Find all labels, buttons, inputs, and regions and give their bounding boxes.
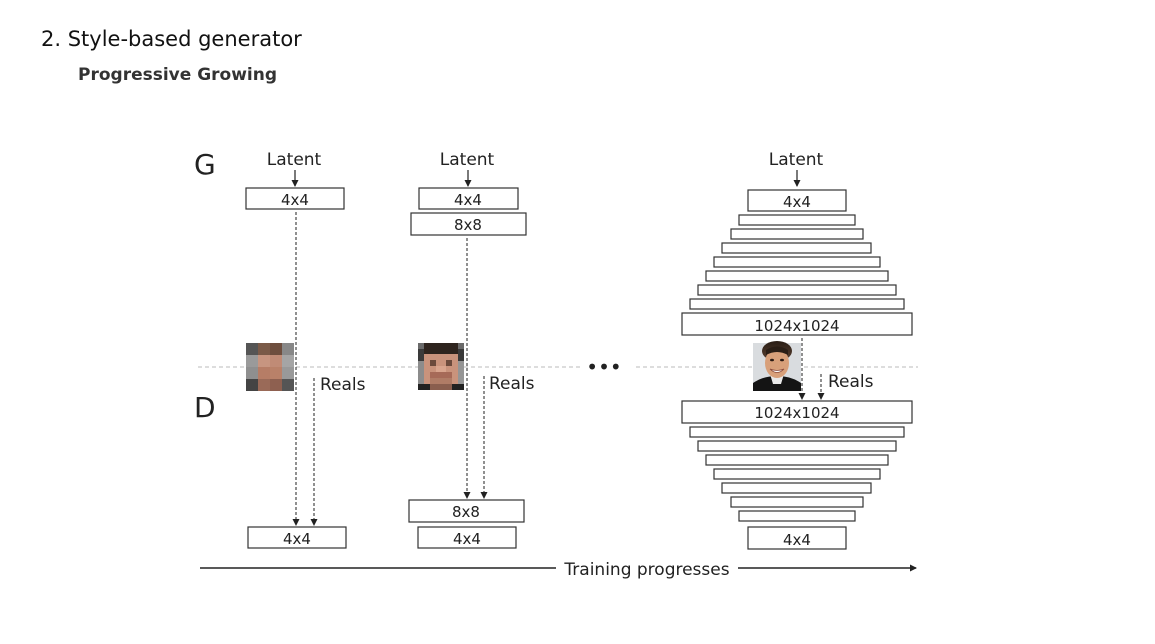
block-frame: [410, 212, 527, 236]
block-frame: [418, 187, 519, 210]
block-frame: [245, 187, 345, 210]
block-label: 8x8: [454, 216, 482, 234]
discriminator-block: [730, 496, 864, 508]
block-frame: [417, 526, 517, 549]
latent-label: Latent: [267, 150, 322, 170]
discriminator-block: [697, 440, 897, 452]
page-subheading: Progressive Growing: [78, 65, 278, 85]
page-heading: 2. Style-based generator: [41, 27, 302, 51]
block-label: 4x4: [283, 530, 311, 548]
discriminator-block: 8x8: [408, 499, 525, 523]
generator-block: [738, 214, 856, 226]
block-label: 8x8: [452, 503, 480, 521]
latent-label: Latent: [440, 150, 495, 170]
generator-block: 1024x1024: [681, 312, 913, 336]
block-frame: [408, 499, 525, 523]
block-label: 4x4: [783, 193, 811, 211]
ellipsis: •••: [586, 355, 621, 379]
discriminator-block: 1024x1024: [681, 400, 913, 424]
block-frame: [247, 526, 347, 549]
generator-label: G: [194, 148, 216, 181]
generator-block: [705, 270, 889, 282]
generator-block: [721, 242, 872, 254]
stage-2: Latent 4x4 8x8: [408, 150, 535, 549]
reals-label: Reals: [828, 372, 874, 392]
low-res-face-4x4: [246, 343, 294, 391]
latent-label: Latent: [769, 150, 824, 170]
block-frame: [747, 526, 847, 550]
discriminator-block: 4x4: [417, 526, 517, 549]
discriminator-block: [738, 510, 856, 522]
generator-block: 4x4: [747, 189, 847, 212]
block-frame: [681, 400, 913, 424]
block-label: 4x4: [454, 191, 482, 209]
block-label: 4x4: [281, 191, 309, 209]
stage-1: Latent 4x4 Reals: [245, 150, 366, 549]
discriminator-block: [689, 426, 905, 438]
generator-block: [689, 298, 905, 310]
discriminator-block: [713, 468, 881, 480]
discriminator-label: D: [194, 391, 216, 424]
block-label: 4x4: [783, 531, 811, 549]
generator-block: [730, 228, 864, 240]
low-res-face-8x8: [418, 343, 464, 390]
reals-label: Reals: [320, 375, 366, 395]
block-frame: [747, 189, 847, 212]
generator-block: 4x4: [245, 187, 345, 210]
block-label: 1024x1024: [754, 404, 839, 422]
block-label: 1024x1024: [754, 317, 839, 335]
stage-3: Latent 4x4 1024x1024: [681, 150, 913, 550]
generator-block: [697, 284, 897, 296]
generator-block: 4x4: [418, 187, 519, 210]
discriminator-block: 4x4: [747, 526, 847, 550]
generator-block: 8x8: [410, 212, 527, 236]
discriminator-block: 4x4: [247, 526, 347, 549]
axis-label: Training progresses: [563, 560, 729, 580]
discriminator-block: [705, 454, 889, 466]
block-label: 4x4: [453, 530, 481, 548]
discriminator-block: [721, 482, 872, 494]
reals-label: Reals: [489, 374, 535, 394]
high-res-face-1024: [753, 341, 801, 391]
block-frame: [681, 312, 913, 336]
generator-block: [713, 256, 881, 268]
